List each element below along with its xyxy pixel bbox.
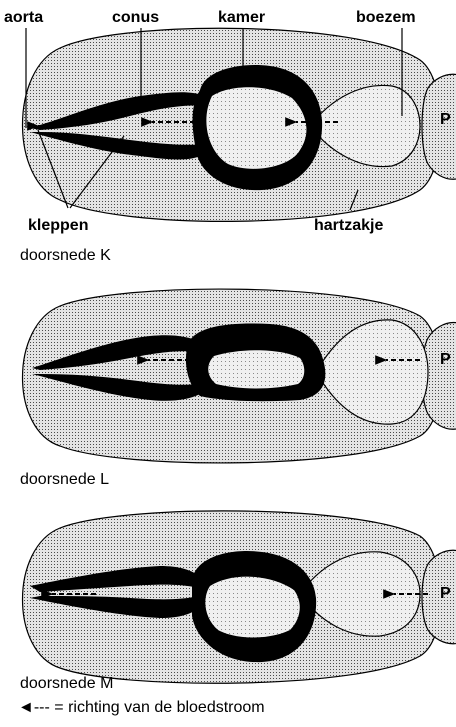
label-boezem: boezem <box>356 10 416 26</box>
label-kamer: kamer <box>218 10 265 26</box>
legend-arrow-icon: ◄--- <box>18 699 50 716</box>
label-kleppen: kleppen <box>28 218 88 234</box>
section-m <box>23 511 456 683</box>
ventricle-lumen-k <box>206 87 306 169</box>
ventricle-lumen-m <box>205 577 299 638</box>
label-hartzakje: hartzakje <box>314 218 383 234</box>
ventricle-lumen-l <box>208 350 304 388</box>
caption-doorsnede-m: doorsnede M <box>20 676 113 692</box>
label-p-m: P <box>440 586 451 602</box>
label-p-k: P <box>440 112 451 128</box>
section-l <box>23 289 456 463</box>
legend: ◄--- = richting van de bloedstroom <box>18 700 265 716</box>
legend-text: = richting van de bloedstroom <box>54 699 264 716</box>
caption-doorsnede-l: doorsnede L <box>20 472 109 488</box>
label-p-l: P <box>440 352 451 368</box>
section-k <box>23 28 456 221</box>
label-aorta: aorta <box>4 10 43 26</box>
caption-doorsnede-k: doorsnede K <box>20 248 111 264</box>
label-conus: conus <box>112 10 159 26</box>
